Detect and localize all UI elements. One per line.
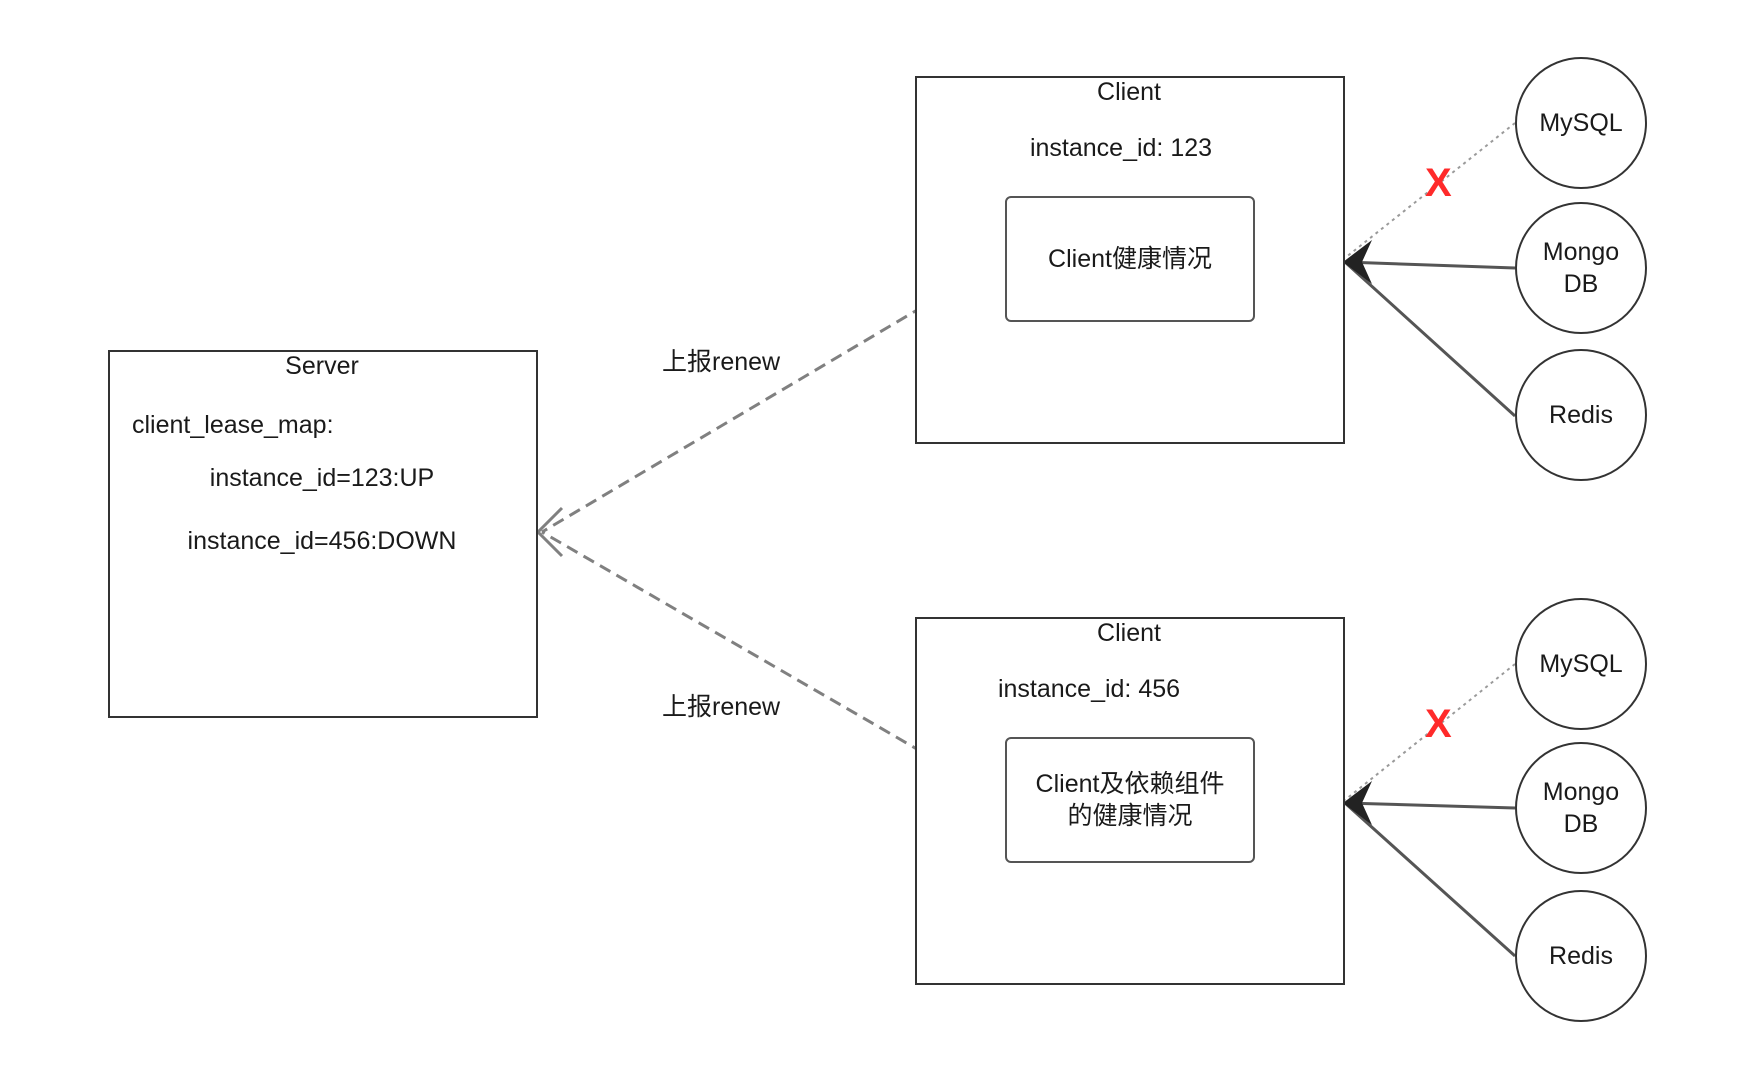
client-lease-map-label: client_lease_map: [132,411,334,439]
renew-label-123: 上报renew [662,348,781,376]
arrowhead-client-456 [1343,781,1372,825]
dep-edge-mongodb-456 [1344,801,1516,810]
client-instance-id-123: instance_id: 123 [1029,134,1213,162]
mongodb-node-123: Mongo DB [1515,202,1647,334]
lease-entry-123: instance_id=123:UP [209,464,435,492]
client-instance-id-456: instance_id: 456 [997,675,1181,703]
renew-label-456: 上报renew [662,693,781,721]
dep-edge-redis-456 [1343,801,1517,958]
dep-edge-mysql-456 [1344,663,1516,801]
client-health-box-456: Client及依赖组件 的健康情况 [1005,737,1255,863]
renew-edge-456 [541,530,1006,802]
dep-edge-mongodb-123 [1344,260,1516,270]
server-box [108,350,538,718]
renew-edge-123 [541,256,1006,534]
client-title-123: Client [1097,78,1161,106]
server-title: Server [285,352,359,380]
mysql-node-123: MySQL [1515,57,1647,189]
open-arrowhead-server [535,506,564,558]
dep-edge-redis-123 [1343,260,1517,418]
redis-node-456: Redis [1515,890,1647,1022]
failed-mark-mysql-123: X [1425,161,1452,205]
client-health-box-123: Client健康情况 [1005,196,1255,322]
dep-edge-mysql-123 [1344,122,1516,259]
client-title-456: Client [1097,619,1161,647]
arrowhead-client-123 [1343,240,1372,284]
failed-mark-mysql-456: X [1425,702,1452,746]
redis-node-123: Redis [1515,349,1647,481]
mysql-node-456: MySQL [1515,598,1647,730]
mongodb-node-456: Mongo DB [1515,742,1647,874]
lease-entry-456: instance_id=456:DOWN [187,527,457,555]
